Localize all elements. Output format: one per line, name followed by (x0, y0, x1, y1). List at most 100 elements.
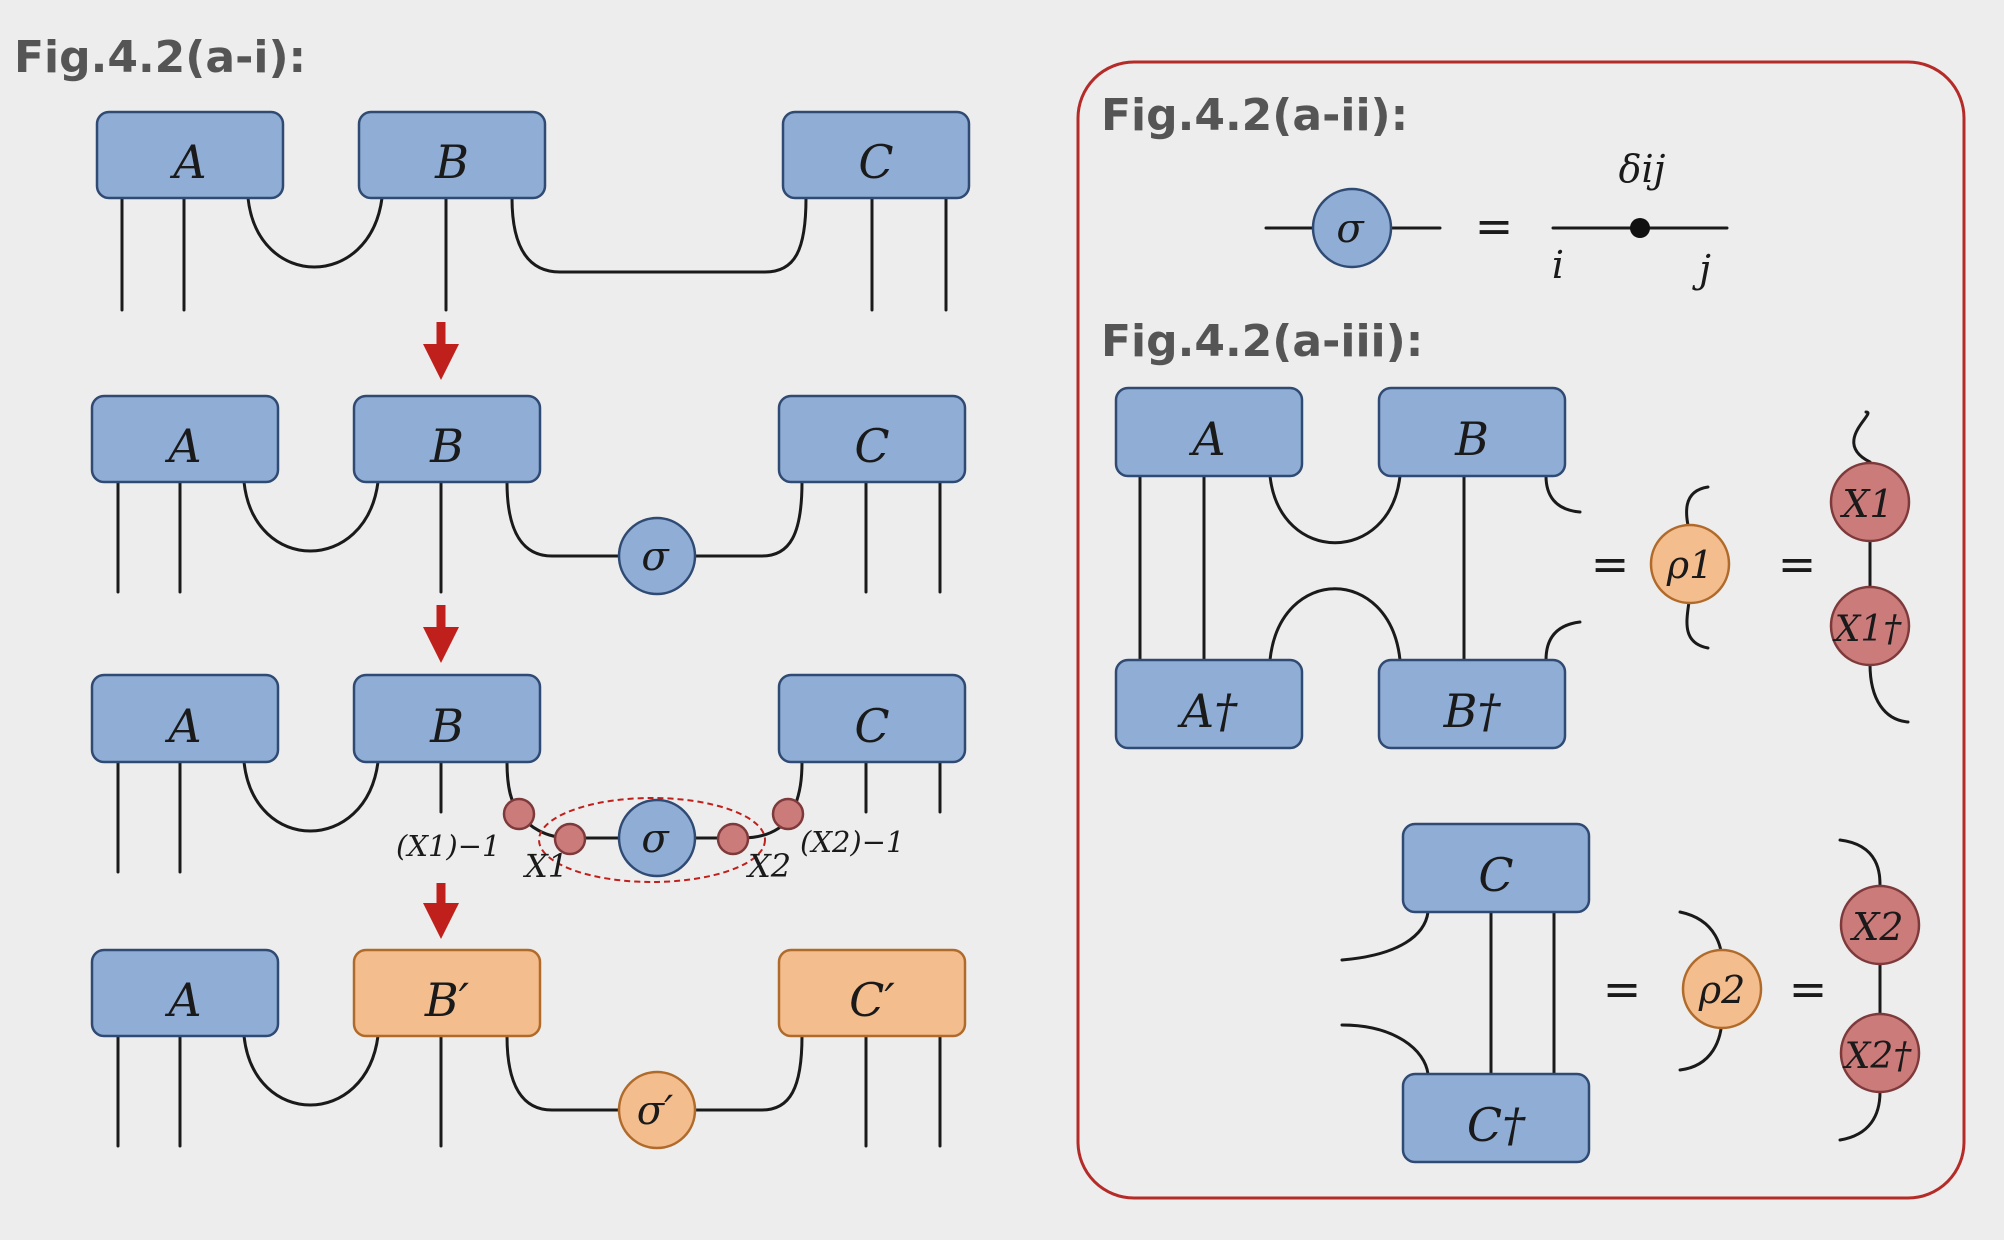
rho1-node (1649, 523, 1731, 605)
rho2-label: ρ2 (1698, 968, 1746, 1012)
X1-dagger-node (1829, 585, 1911, 667)
A-B-bond (1268, 474, 1402, 545)
gauge-X2-inverse (771, 797, 805, 831)
tensor-A-label: A (164, 419, 201, 473)
tensor-B (357, 110, 547, 200)
X2-upper-leg (1838, 838, 1882, 888)
rho1-label: ρ1 (1666, 543, 1714, 587)
sigma-node (617, 798, 697, 878)
A-B-bond (242, 760, 380, 833)
tensor-B (352, 673, 542, 764)
tensor-B-label: B (1454, 412, 1489, 466)
tensor-B-label: B (434, 135, 469, 189)
tensor-C-label: C (858, 135, 893, 189)
rho1-reduced-density: A B A† B† = ρ1 = X1 X1† (1114, 386, 1911, 750)
tensor-A (90, 394, 280, 484)
tensor-B-label: B (429, 419, 464, 473)
C-physical-legs (870, 196, 948, 312)
B-open-leg (1544, 474, 1582, 514)
Adag-Bdag-bond (1268, 587, 1402, 662)
right-panel-border (1076, 60, 1966, 1200)
fig-label-a-iii: Fig.4.2(a-iii): (1101, 316, 1423, 367)
fig-label-a-i: Fig.4.2(a-i): (14, 32, 306, 83)
tensor-C (777, 394, 967, 484)
sigma-label: σ (641, 534, 670, 580)
tensor-A (1114, 386, 1304, 478)
tensor-B-label: B (429, 699, 464, 753)
C-Cdag-legs (1489, 910, 1556, 1076)
equals-sign: = (1591, 537, 1630, 591)
row-3-gauge-insertion: A B C σ (X1)−1 X1 X2 (X2)−1 (90, 673, 967, 885)
sigma-C-bond (693, 1034, 804, 1112)
tensor-C-label: C (1478, 848, 1513, 902)
A-B-bond (246, 196, 384, 269)
equals-sign: = (1475, 199, 1514, 253)
tensor-A (90, 673, 280, 764)
sigma-node (1311, 187, 1393, 269)
tensor-B-dagger-label: B† (1443, 684, 1502, 738)
Bdag-open-leg (1544, 620, 1582, 662)
tensor-C (1401, 822, 1591, 914)
tensor-A-dagger (1114, 658, 1304, 750)
X2-node (1839, 884, 1921, 966)
equals-sign: = (1603, 962, 1642, 1016)
equals-sign: = (1778, 537, 1817, 591)
tensor-C-label: C (854, 699, 889, 753)
tensor-B-prime (352, 948, 542, 1038)
tensor-A-label: A (1188, 412, 1225, 466)
X1-label: X1 (522, 847, 568, 885)
tensor-A-label: A (169, 135, 206, 189)
X2-dagger-node-label: X2† (1842, 1036, 1913, 1077)
index-j: j (1692, 247, 1711, 291)
row-4-updated-network: A B′ C′ σ′ (90, 948, 967, 1150)
A-Adag-legs (1138, 474, 1206, 662)
fig-label-a-ii: Fig.4.2(a-ii): (1101, 90, 1408, 141)
tensor-B (1377, 386, 1567, 478)
tensor-B (352, 394, 542, 484)
equals-sign: = (1789, 962, 1828, 1016)
A-B-bond (242, 480, 380, 553)
X1-node (1829, 461, 1911, 543)
A-physical-legs (116, 760, 182, 874)
C-physical-legs (864, 480, 942, 594)
tensor-C-prime-label: C′ (849, 973, 895, 1027)
row-2-with-sigma: A B C σ (90, 394, 967, 596)
B-C-bond (510, 196, 808, 274)
tensor-A (95, 110, 285, 200)
A-physical-legs (116, 1034, 182, 1148)
sigma-label: σ (641, 816, 670, 862)
tensor-B-dagger (1377, 658, 1567, 750)
A-physical-legs (120, 196, 186, 312)
gauge-X2 (716, 822, 750, 856)
A-physical-legs (116, 480, 182, 594)
X1-node-label: X1 (1839, 482, 1893, 526)
sigma-node (617, 516, 697, 596)
X2-label: X2 (745, 847, 791, 885)
dashed-ellipse (538, 797, 766, 883)
sigma-prime-label: σ′ (637, 1088, 673, 1134)
X2-dagger-node (1839, 1012, 1921, 1094)
Cdag-open-leg (1340, 1023, 1430, 1076)
C-open-leg (1340, 910, 1430, 962)
tensor-B-prime-label: B′ (424, 973, 470, 1027)
tensor-C-prime (777, 948, 967, 1038)
row-1-original-network: A B C (95, 110, 971, 312)
index-i: i (1552, 243, 1564, 287)
delta-dot (1630, 218, 1650, 238)
X1dag-lower-leg (1868, 662, 1910, 724)
tensor-A-label: A (164, 699, 201, 753)
tensor-A-label: A (164, 973, 201, 1027)
sigma-label: σ (1336, 206, 1365, 252)
C-physical-legs (864, 1034, 942, 1148)
B-sigma-bond (505, 480, 622, 558)
tensor-C (777, 673, 967, 764)
tensor-C-label: C (854, 419, 889, 473)
X1-upper-leg (1852, 410, 1872, 464)
X2dag-lower-leg (1838, 1090, 1882, 1142)
tensor-C-dagger (1401, 1072, 1591, 1164)
C-physical-legs (864, 760, 942, 814)
tensor-C-dagger-label: C† (1467, 1098, 1526, 1152)
gauge-X1-inverse (502, 797, 536, 831)
